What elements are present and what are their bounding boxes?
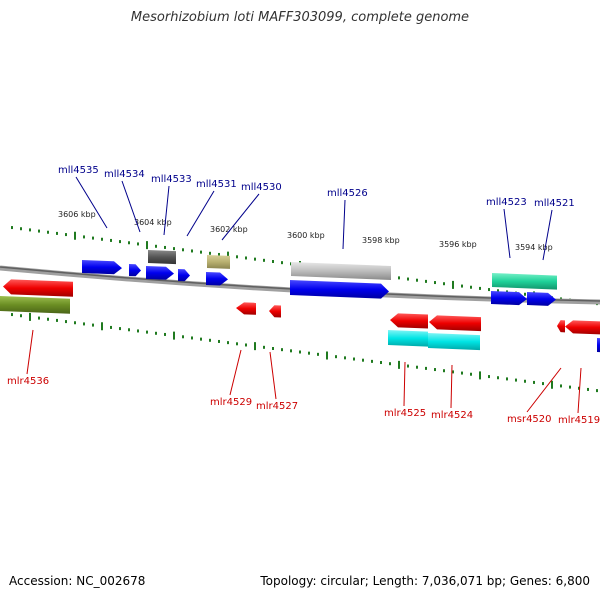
- gene-mlr4536-product[interactable]: [0, 296, 70, 314]
- genome-info-label: Topology: circular; Length: 7,036,071 bp…: [260, 574, 590, 588]
- gene-label-mll4530[interactable]: mll4530: [241, 182, 282, 193]
- gene-label-mll4521[interactable]: mll4521: [534, 198, 575, 209]
- gene-label-mll4526[interactable]: mll4526: [327, 188, 368, 199]
- callout-line: [577, 367, 582, 414]
- callout-line: [503, 208, 511, 259]
- callout-line: [163, 185, 170, 236]
- gene-mlr4519[interactable]: [565, 320, 600, 335]
- gene-label-mll4533[interactable]: mll4533: [151, 174, 192, 185]
- callout-line: [269, 351, 277, 400]
- gene-msr4520[interactable]: [557, 320, 565, 333]
- gene-mll4531[interactable]: [178, 269, 190, 282]
- callout-line: [403, 361, 406, 407]
- gene-mlr4525-product[interactable]: [388, 330, 428, 347]
- callout-line: [26, 329, 34, 375]
- gene-label-mll4535[interactable]: mll4535: [58, 165, 99, 176]
- gene-mlr4524[interactable]: [429, 315, 481, 332]
- callout-line: [542, 209, 553, 261]
- gene-label-mlr4524[interactable]: mlr4524: [431, 410, 473, 421]
- gene-mll4523[interactable]: [491, 291, 527, 306]
- callout-line: [229, 349, 242, 396]
- scale-label: 3594 kbp: [515, 243, 553, 252]
- gene-mll4533[interactable]: [146, 266, 174, 280]
- scale-label: 3598 kbp: [362, 236, 400, 245]
- gene-mll4521[interactable]: [527, 292, 556, 306]
- callout-line: [342, 199, 346, 250]
- gene-label-mlr4525[interactable]: mlr4525: [384, 408, 426, 419]
- gene-label-mlr4527[interactable]: mlr4527: [256, 401, 298, 412]
- callout-line: [526, 367, 562, 413]
- gene-label-msr4520[interactable]: msr4520: [507, 414, 552, 425]
- scale-label: 3596 kbp: [439, 240, 477, 249]
- gene-mll4533-product[interactable]: [148, 250, 176, 265]
- gene-mll4535[interactable]: [82, 260, 122, 275]
- gene-mll4523-product[interactable]: [492, 273, 557, 290]
- accession-label: Accession: NC_002678: [9, 574, 146, 588]
- gene-mlr4524-product[interactable]: [428, 333, 480, 351]
- gene-label-mlr4536[interactable]: mlr4536: [7, 376, 49, 387]
- callout-line: [221, 193, 260, 241]
- callout-line: [75, 176, 108, 229]
- gene-mlr4529[interactable]: [236, 302, 256, 315]
- gene-offscreen[interactable]: [597, 338, 600, 353]
- callout-line: [186, 190, 215, 237]
- gene-mll4530[interactable]: [206, 272, 228, 286]
- gene-mll4526-product[interactable]: [291, 262, 391, 280]
- gene-mlr4525[interactable]: [390, 313, 428, 329]
- gene-mll4530-product[interactable]: [207, 255, 230, 269]
- gene-mll4534[interactable]: [129, 264, 141, 277]
- gene-label-mll4534[interactable]: mll4534: [104, 169, 145, 180]
- gene-label-mll4531[interactable]: mll4531: [196, 179, 237, 190]
- callout-line: [121, 180, 141, 233]
- callout-line: [450, 364, 453, 409]
- gene-label-mlr4529[interactable]: mlr4529: [210, 397, 252, 408]
- gene-mlr4536[interactable]: [3, 279, 73, 297]
- gene-label-mll4523[interactable]: mll4523: [486, 197, 527, 208]
- map-title: Mesorhizobium loti MAFF303099, complete …: [130, 10, 470, 25]
- scale-label: 3600 kbp: [287, 231, 325, 240]
- gene-mll4526[interactable]: [290, 280, 389, 299]
- gene-mlr4527[interactable]: [269, 305, 281, 318]
- scale-label: 3602 kbp: [210, 225, 248, 234]
- gene-label-mlr4519[interactable]: mlr4519: [558, 415, 600, 426]
- scale-label: 3606 kbp: [58, 210, 96, 219]
- scale-label: 3604 kbp: [134, 218, 172, 227]
